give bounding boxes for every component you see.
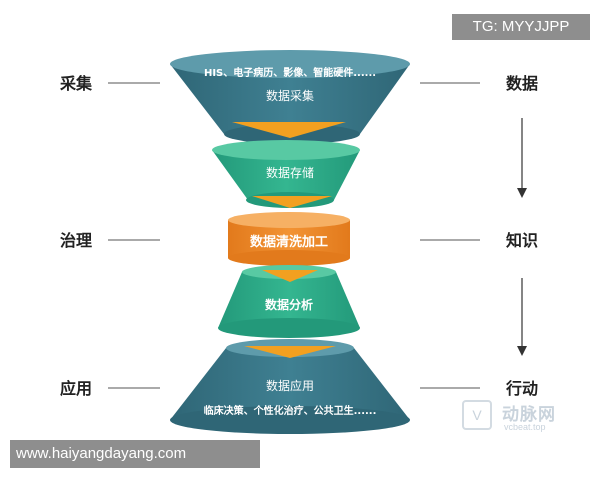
arrow-down-icon	[517, 118, 527, 198]
stage-clean	[228, 212, 350, 266]
watermark-logo-text: 动脉网	[502, 405, 556, 424]
watermark-url-badge: www.haiyangdayang.com	[10, 440, 260, 468]
watermark-tg-badge: TG: MYYJJPP	[452, 14, 590, 40]
stage-collect-label: 数据采集	[266, 88, 314, 103]
stage-clean-label: 数据清洗加工	[250, 234, 328, 250]
watermark-logo: V 动脉网 vcbeat.top	[462, 398, 582, 438]
stage-apply-label: 数据应用	[266, 378, 314, 393]
left-label-apply: 应用	[60, 379, 92, 398]
right-label-action: 行动	[505, 379, 538, 398]
left-label-govern: 治理	[60, 231, 92, 250]
stage-apply	[170, 339, 410, 434]
stage-analyze	[218, 265, 360, 338]
stage-store	[212, 140, 360, 208]
logo-icon: V	[462, 400, 492, 430]
stage-apply-sub: 临床决策、个性化治疗、公共卫生......	[204, 404, 377, 417]
right-label-knowledge: 知识	[506, 231, 538, 250]
right-label-data: 数据	[506, 74, 538, 93]
stage-store-label: 数据存储	[266, 165, 314, 180]
stage-collect	[170, 50, 410, 144]
watermark-logo-sub: vcbeat.top	[504, 422, 546, 432]
left-label-collect: 采集	[59, 74, 93, 93]
stage-analyze-label: 数据分析	[265, 297, 313, 312]
stage-collect-sub: HIS、电子病历、影像、智能硬件......	[204, 66, 376, 79]
arrow-down-icon	[517, 278, 527, 356]
